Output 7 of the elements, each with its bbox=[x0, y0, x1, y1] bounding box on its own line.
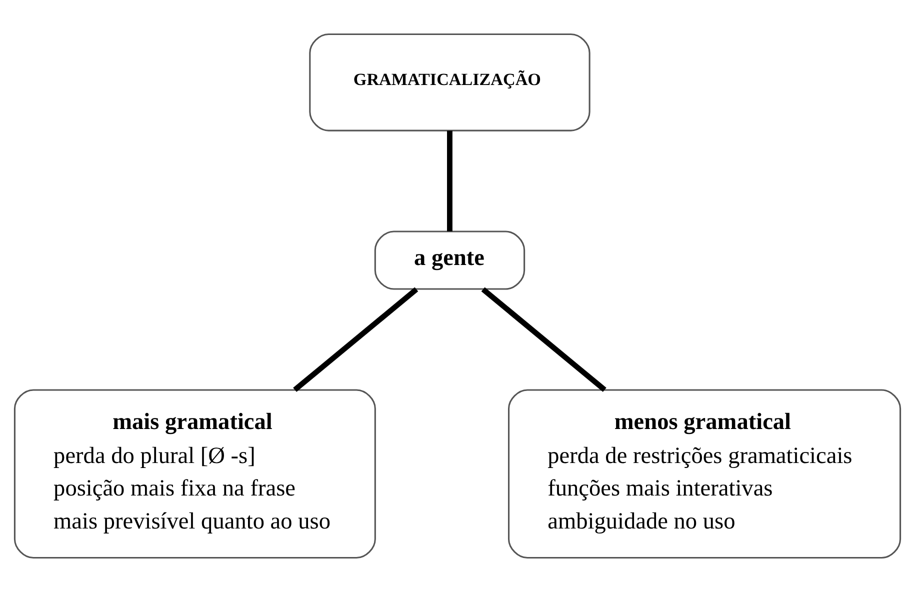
node-box: mais gramatical perda do plural [Ø -s] posição mais fixa na frase mais previsível quanto ao uso bbox=[14, 389, 376, 559]
connector bbox=[481, 287, 606, 392]
node-box: a gente bbox=[374, 230, 526, 290]
node-box: menos gramatical perda de restrições gramaticicais funções mais interativas ambiguidade no uso bbox=[508, 389, 902, 559]
connector bbox=[447, 130, 452, 232]
connector bbox=[293, 287, 418, 392]
node-box: GRAMATICALIZAÇÃO bbox=[309, 33, 590, 132]
